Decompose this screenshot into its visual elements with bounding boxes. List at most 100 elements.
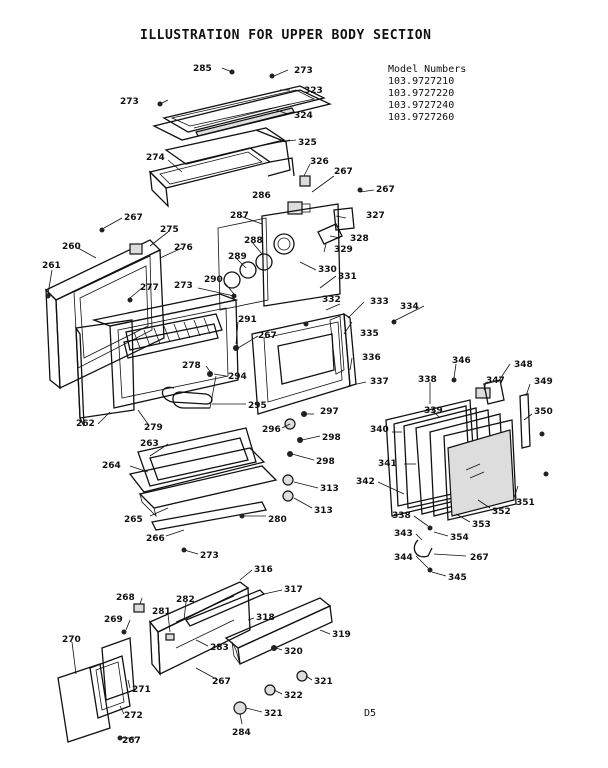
callout: 323: [304, 86, 323, 96]
callout: 267: [470, 553, 489, 563]
callout: 350: [534, 407, 553, 417]
callout: 273: [200, 551, 219, 561]
oven-rack-part: [123, 313, 223, 359]
callout: 267: [212, 677, 231, 687]
model-numbers-block: Model Numbers 103.9727210 103.9727220 10…: [388, 64, 466, 124]
callout: 287: [230, 211, 249, 221]
callout: 291: [238, 315, 257, 325]
callout: 340: [370, 425, 389, 435]
callout: 326: [310, 157, 329, 167]
callout: 334: [400, 302, 419, 312]
bake-element-part: [161, 371, 217, 409]
callout: 342: [356, 477, 375, 487]
callout: 278: [182, 361, 201, 371]
callout-labels: 285 273 323 273 324 325 274 326 267 286 …: [42, 64, 553, 746]
callout: 341: [378, 459, 397, 469]
callout: 339: [424, 406, 443, 416]
oven-door-assembly-part: [385, 379, 531, 521]
drawer-front-part: [57, 637, 135, 743]
callout: 263: [140, 439, 159, 449]
callout: 352: [492, 507, 511, 517]
callout: 296: [262, 425, 281, 435]
callout: 284: [232, 728, 251, 738]
callout: 297: [320, 407, 339, 417]
callout: 321: [314, 677, 333, 687]
callout: 325: [298, 138, 317, 148]
callout: 324: [294, 111, 313, 121]
front-panel-part: [75, 319, 135, 427]
callout: 279: [144, 423, 163, 433]
drawer-side-part: [148, 581, 251, 676]
callout: 288: [244, 236, 263, 246]
model-number: 103.9727240: [388, 100, 455, 111]
callout: 273: [174, 281, 193, 291]
callout: 333: [370, 297, 389, 307]
callout: 313: [314, 506, 333, 516]
door-hinge-part: [413, 525, 433, 573]
model-number: 103.9727210: [388, 76, 455, 87]
diagram-title: ILLUSTRATION FOR UPPER BODY SECTION: [140, 28, 432, 43]
callout: 345: [448, 573, 467, 583]
callout: 275: [160, 225, 179, 235]
cooktop-frame-part: [152, 85, 332, 141]
callout: 265: [124, 515, 143, 525]
callout: 285: [193, 64, 212, 74]
callout: 295: [248, 401, 267, 411]
callout: 281: [152, 607, 171, 617]
model-number: 103.9727260: [388, 112, 455, 123]
callout: 267: [376, 185, 395, 195]
callout: 332: [322, 295, 341, 305]
callout: 289: [228, 252, 247, 262]
callout: 271: [132, 685, 151, 695]
callout: 331: [338, 272, 357, 282]
callout: 317: [284, 585, 303, 595]
callout: 262: [76, 419, 95, 429]
callout: 335: [360, 329, 379, 339]
callout: 320: [284, 647, 303, 657]
callout: 282: [176, 595, 195, 605]
callout: 298: [316, 457, 335, 467]
callout: 328: [350, 234, 369, 244]
callout: 286: [252, 191, 271, 201]
callout: 283: [210, 643, 229, 653]
callout: 322: [284, 691, 303, 701]
callout: 268: [116, 593, 135, 603]
oven-liner-top-part: [148, 127, 295, 208]
callout: 294: [228, 372, 247, 382]
callout: 338: [392, 511, 411, 521]
callout: 351: [516, 498, 535, 508]
callout: 274: [146, 153, 165, 163]
callout: 329: [334, 245, 353, 255]
callout: 318: [256, 613, 275, 623]
control-panel-part: [217, 203, 341, 311]
fasteners: [45, 69, 549, 553]
callout: 353: [472, 520, 491, 530]
callout: 269: [104, 615, 123, 625]
oven-body-part: [91, 293, 239, 409]
small-hardware-parts: [117, 603, 308, 741]
callout: 313: [320, 484, 339, 494]
callout: 338: [418, 375, 437, 385]
callout: 261: [42, 261, 61, 271]
callout: 267: [258, 331, 277, 341]
callout: 272: [124, 711, 143, 721]
leader-lines: [47, 67, 533, 739]
callout: 343: [394, 529, 413, 539]
callout: 354: [450, 533, 469, 543]
callout: 347: [486, 376, 505, 386]
callout: 348: [514, 360, 533, 370]
callout: 316: [254, 565, 273, 575]
callout: 277: [140, 283, 159, 293]
callout: 267: [122, 736, 141, 746]
broiler-pan-part: [128, 427, 278, 531]
knob-parts: [282, 411, 307, 502]
callout: 337: [370, 377, 389, 387]
callout: 267: [124, 213, 143, 223]
callout: 276: [174, 243, 193, 253]
drawing-code: D5: [364, 708, 377, 719]
callout: 260: [62, 242, 81, 252]
callout: 267: [334, 167, 353, 177]
callout: 298: [322, 433, 341, 443]
callout: 273: [294, 66, 313, 76]
callout: 349: [534, 377, 553, 387]
